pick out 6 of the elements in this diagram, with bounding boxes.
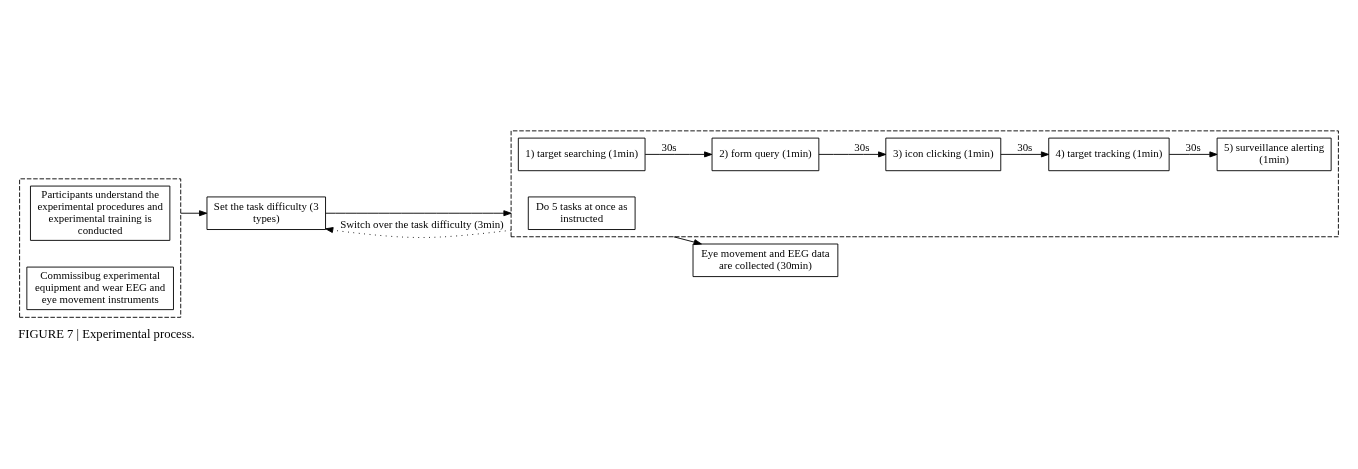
edge-label: 30s [854,141,870,154]
edge-label: Switch over the task difficulty (3min) [340,218,504,231]
caption: FIGURE 7 | Experimental process. [18,327,195,342]
edge-label: 30s [1017,141,1033,154]
edge-label: 30s [1185,141,1201,154]
edge-label: 30s [661,141,677,154]
